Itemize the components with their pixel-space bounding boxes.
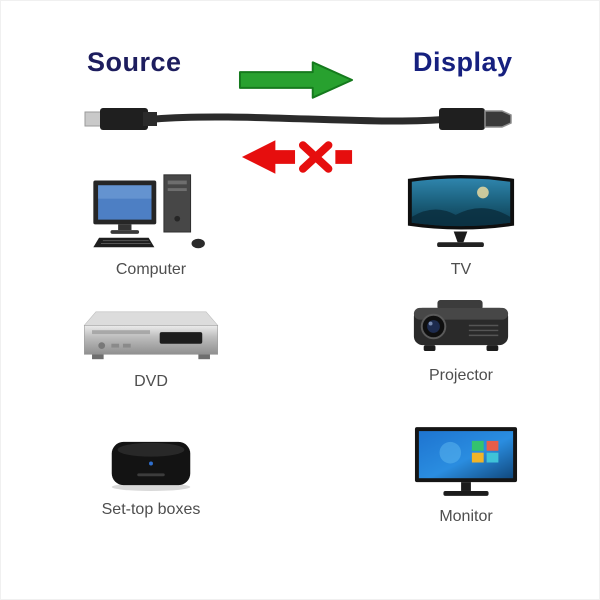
- monitor-label: Monitor: [439, 508, 493, 525]
- usb-connector-icon: [84, 108, 157, 130]
- computer-icon: [92, 174, 205, 249]
- dvd-player-icon: [83, 311, 219, 360]
- forward-arrow-icon: [238, 59, 356, 101]
- settop-box-icon: [111, 441, 191, 491]
- projector-icon: [413, 300, 509, 352]
- device-computer: Computer: [76, 171, 226, 279]
- hdmi-connector-icon: [439, 108, 512, 130]
- device-monitor: Monitor: [406, 425, 526, 526]
- monitor-icon: [414, 427, 518, 496]
- device-projector: Projector: [401, 294, 521, 385]
- source-title: Source: [87, 47, 182, 77]
- tv-icon: [407, 174, 515, 248]
- computer-label: Computer: [115, 261, 187, 278]
- blocked-reverse-arrow-icon: [238, 137, 356, 177]
- display-title: Display: [413, 47, 513, 77]
- settop-box-label: Set-top boxes: [101, 501, 201, 518]
- device-dvd: DVD: [76, 307, 226, 391]
- device-tv: TV: [401, 171, 521, 279]
- cable-illustration: [83, 99, 519, 139]
- projector-label: Projector: [428, 367, 494, 384]
- dvd-label: DVD: [134, 373, 168, 390]
- device-settop-box: Set-top boxes: [76, 434, 226, 519]
- x-icon: [298, 141, 333, 173]
- tv-label: TV: [450, 261, 472, 278]
- cable-wire: [151, 113, 453, 125]
